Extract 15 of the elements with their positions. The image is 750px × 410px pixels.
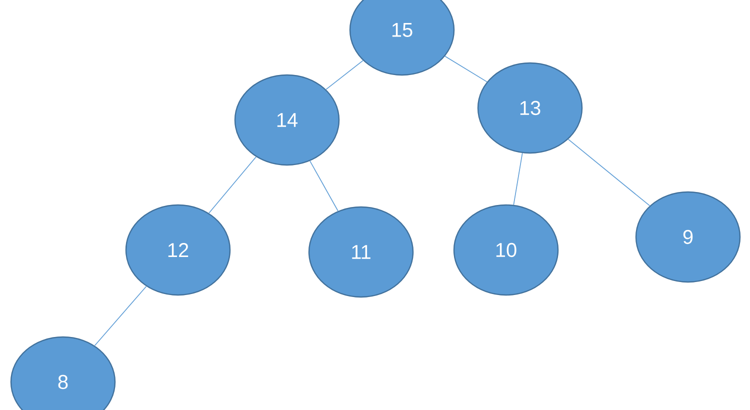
tree-edge	[444, 56, 488, 82]
tree-node: 11	[308, 206, 414, 298]
tree-node: 14	[234, 74, 340, 166]
tree-node: 10	[453, 204, 559, 296]
tree-node: 15	[349, 0, 455, 76]
tree-edge	[326, 60, 364, 90]
tree-edge	[310, 160, 338, 212]
tree-node: 13	[477, 62, 583, 154]
tree-node: 9	[635, 191, 741, 283]
tree-edge	[513, 152, 523, 206]
tree-edge	[568, 138, 650, 206]
tree-edge	[208, 156, 256, 214]
tree-node: 8	[10, 336, 116, 410]
tree-edge	[94, 286, 147, 346]
tree-node: 12	[125, 204, 231, 296]
